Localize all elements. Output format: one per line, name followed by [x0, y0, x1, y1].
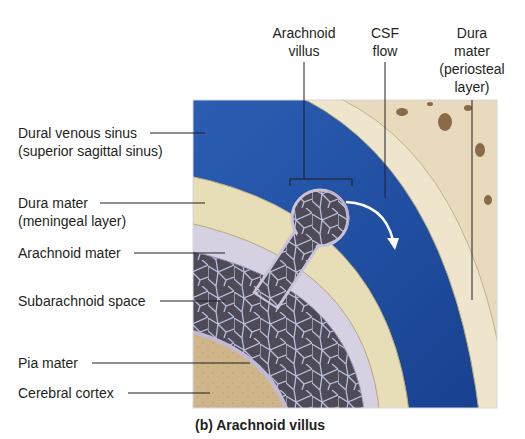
structure-label: Dura mater (periosteal layer) — [438, 24, 506, 96]
structure-label: Arachnoid mater — [18, 244, 121, 262]
structure-label: Subarachnoid space — [18, 292, 146, 310]
structure-label: Dura mater (meningeal layer) — [18, 194, 143, 230]
structure-label: Dural venous sinus (superior sagittal si… — [18, 124, 183, 160]
structure-label: Arachnoid villus — [264, 24, 344, 60]
structure-label: CSF flow — [363, 24, 407, 60]
structure-label: Pia mater — [18, 354, 78, 372]
figure-caption: (b) Arachnoid villus — [195, 416, 325, 434]
structure-label: Cerebral cortex — [18, 384, 114, 402]
